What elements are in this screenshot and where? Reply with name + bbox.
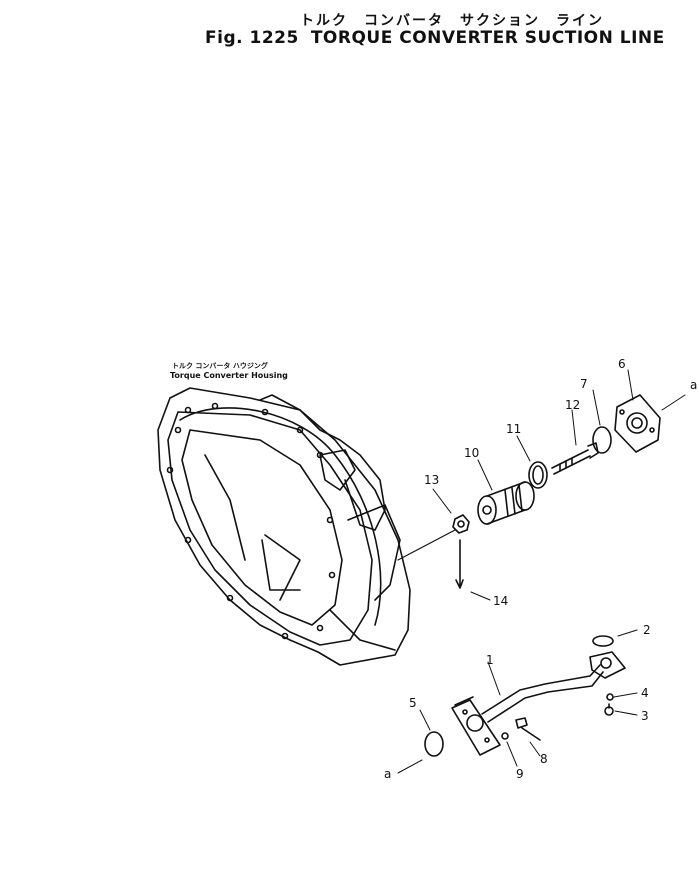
callout-2: 2 [643, 623, 651, 637]
callout-10: 10 [464, 446, 479, 460]
callout-9: 9 [516, 767, 524, 781]
callout-8: 8 [540, 752, 548, 766]
o-ring-part-2 [592, 635, 614, 647]
connection-mark-a-bottom: a [384, 767, 391, 781]
pin-part-14 [455, 539, 464, 589]
figure-number: Fig. 1225 [205, 28, 299, 48]
callout-7: 7 [580, 377, 588, 391]
figure-title: Fig. 1225 TORQUE CONVERTER SUCTION LINE [205, 28, 677, 48]
assembly-axis-line [397, 529, 456, 561]
callout-1: 1 [486, 653, 494, 667]
callout-labels: 1 2 3 4 5 6 7 8 9 10 11 12 13 14 a a [384, 357, 697, 781]
callout-11: 11 [506, 422, 521, 436]
seal-ring-part-11 [528, 461, 548, 489]
bolt-part-8 [515, 717, 541, 741]
suction-pipe-part-1 [451, 651, 626, 756]
callout-5: 5 [409, 696, 417, 710]
o-ring-part-5 [424, 731, 444, 757]
connection-mark-a-top: a [690, 378, 697, 392]
o-ring-part-7 [592, 426, 612, 454]
callout-3: 3 [641, 709, 649, 723]
callout-12: 12 [565, 398, 580, 412]
washer-part-4 [606, 693, 614, 701]
housing-label-japanese: トルク コンバータ ハウジング [172, 362, 268, 370]
bolt-part-3 [604, 703, 614, 716]
figure-title-english: TORQUE CONVERTER SUCTION LINE [310, 28, 665, 48]
bolt-part-12 [551, 442, 599, 475]
strainer-part-10 [477, 481, 535, 525]
cover-part-6 [614, 394, 661, 453]
nut-part-13 [452, 514, 470, 534]
callout-14: 14 [493, 594, 508, 608]
torque-converter-housing [157, 387, 411, 666]
callout-6: 6 [618, 357, 626, 371]
washer-part-9 [501, 732, 509, 740]
callout-4: 4 [641, 686, 649, 700]
callout-13: 13 [424, 473, 439, 487]
figure-title-japanese: トルク コンバータ サクション ライン [300, 13, 604, 29]
housing-label-english: Torque Converter Housing [170, 371, 288, 380]
leader-lines [397, 369, 686, 774]
